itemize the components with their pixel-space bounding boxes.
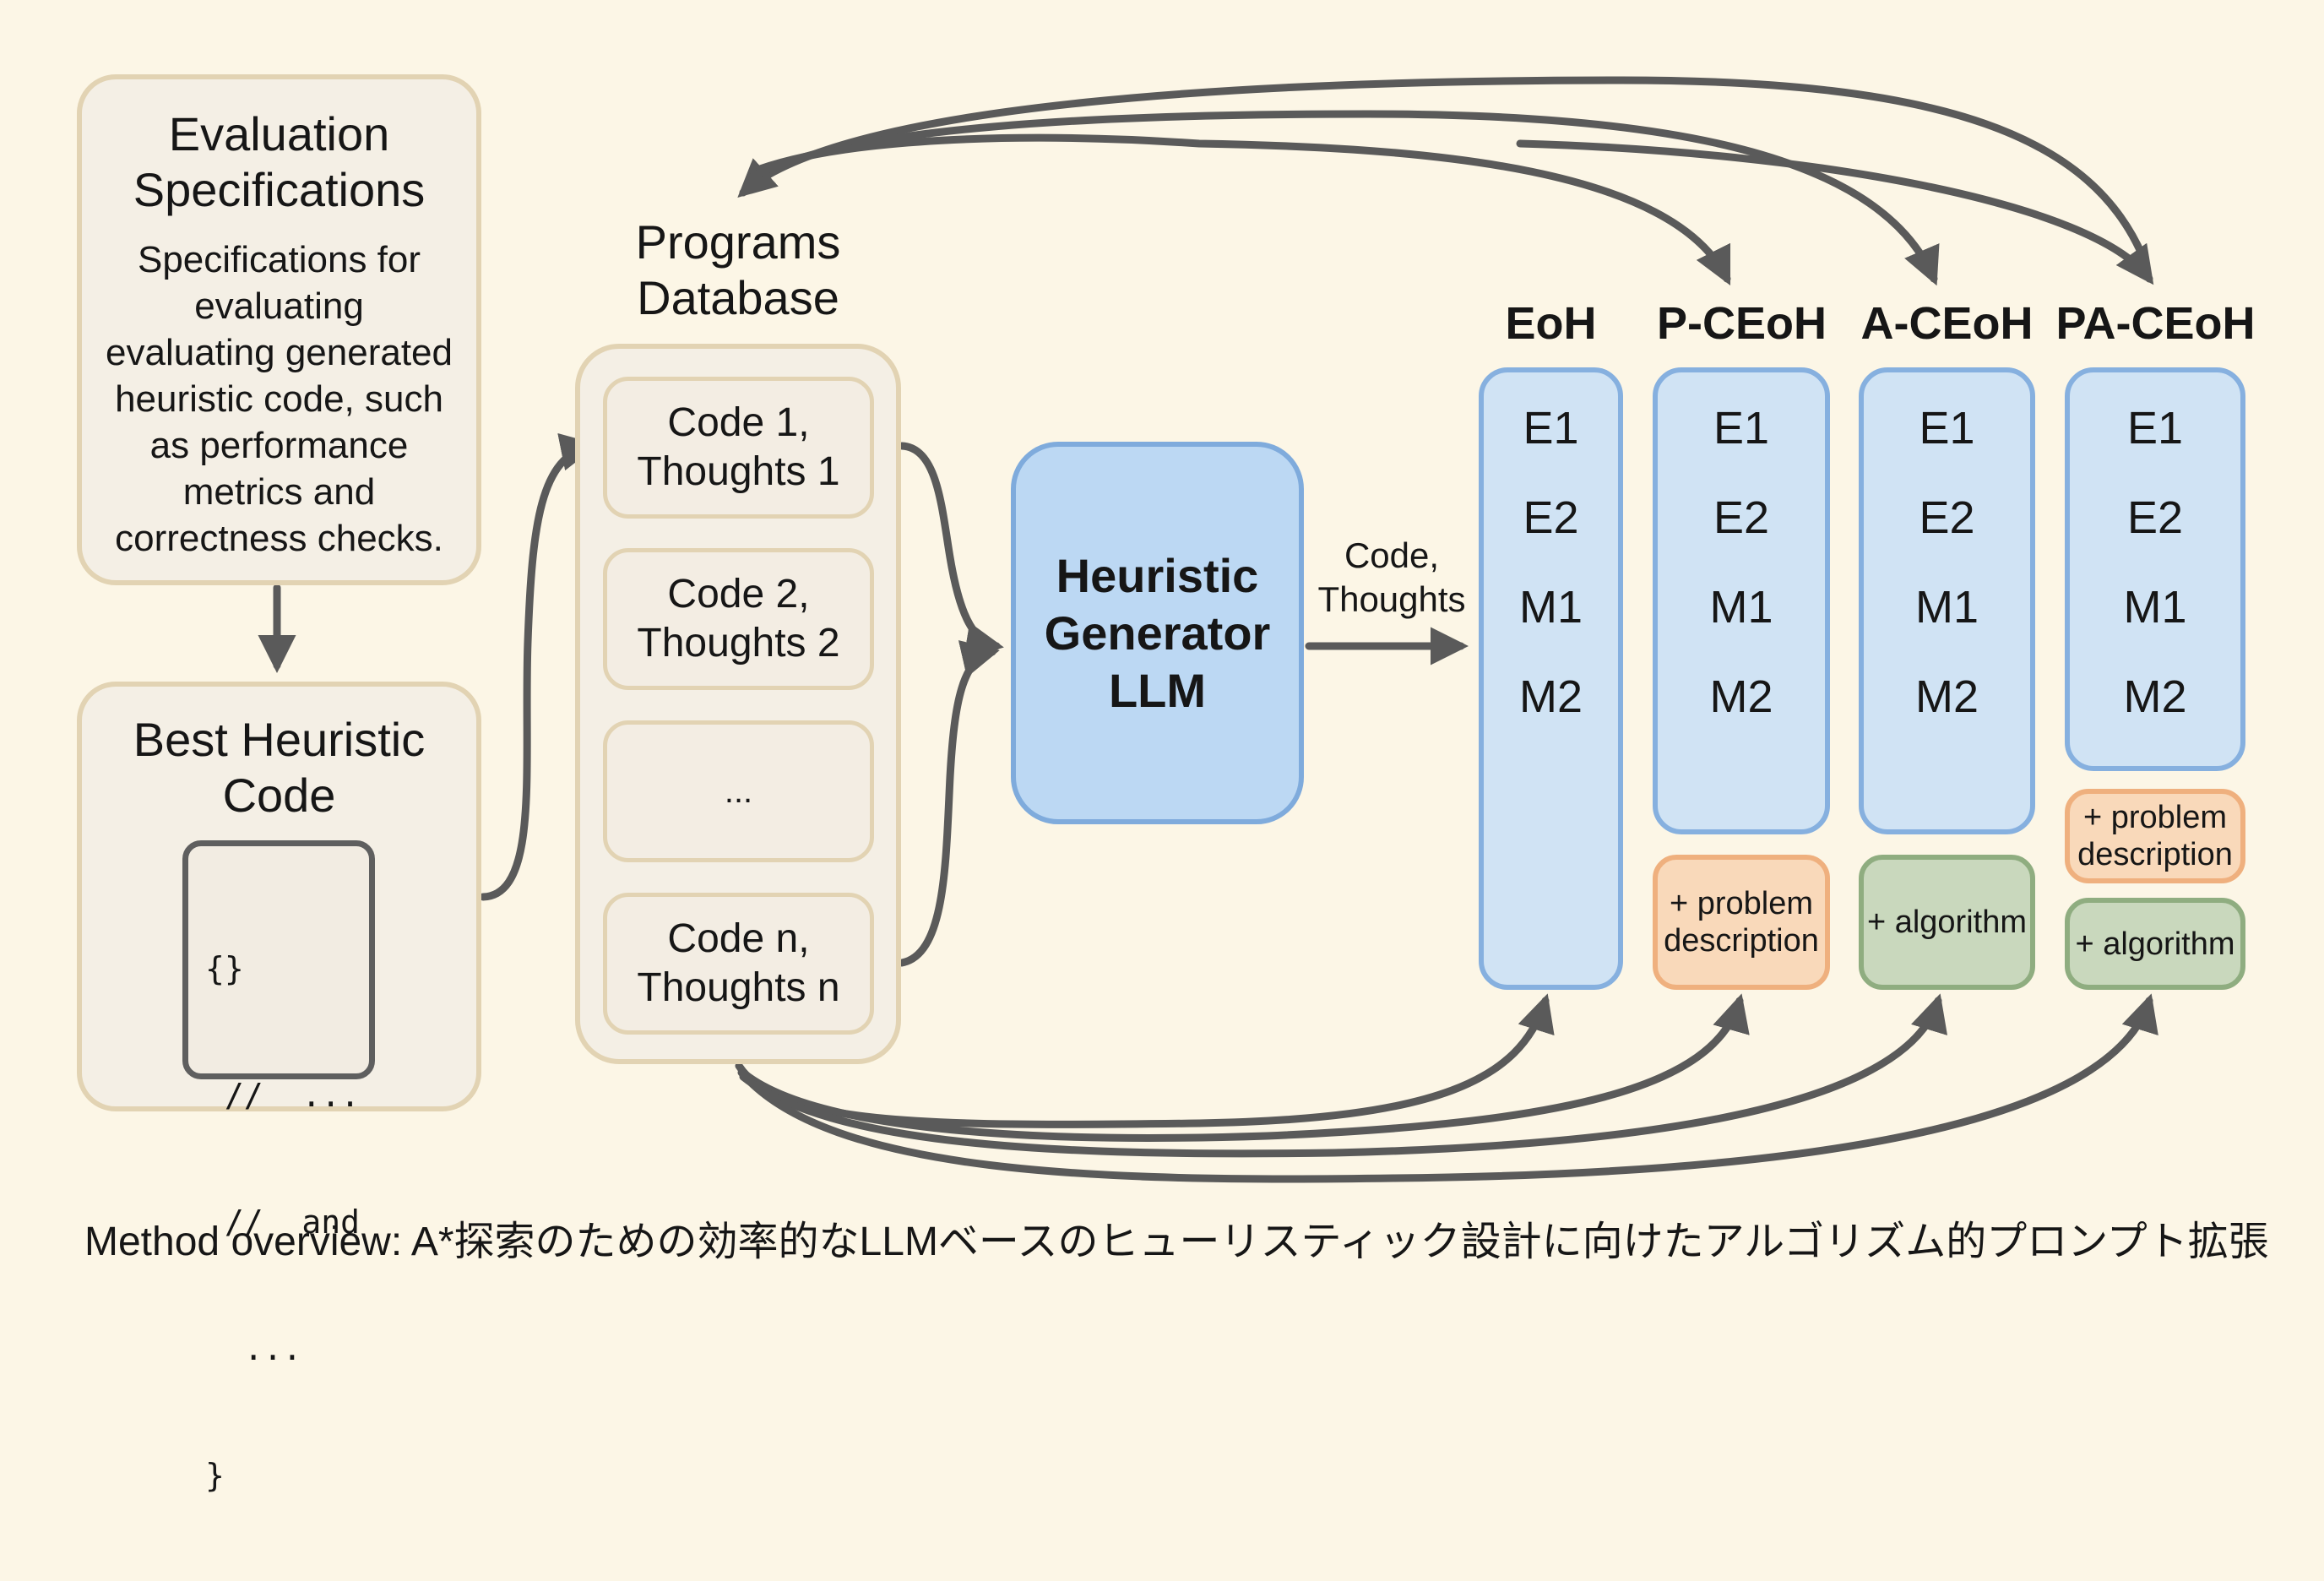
operator-e1: E1 bbox=[1523, 403, 1579, 454]
program-entry-ellipsis: ... bbox=[603, 720, 874, 862]
output-label-line: Code, bbox=[1344, 535, 1440, 575]
description-line: correctness checks. bbox=[115, 518, 443, 559]
description-line: evaluating bbox=[194, 285, 364, 327]
extra-line: + algorithm bbox=[2075, 926, 2235, 962]
title-line: Database bbox=[637, 271, 839, 324]
evaluation-specifications-title: Evaluation Specifications bbox=[82, 106, 476, 218]
operator-e2: E2 bbox=[1713, 492, 1770, 543]
extra-line: + problem bbox=[1669, 886, 1814, 921]
operator-e2: E2 bbox=[1523, 492, 1579, 543]
code-line: // ... bbox=[205, 1077, 361, 1114]
arrow-bottom-arc-pceoh bbox=[739, 993, 1750, 1142]
output-label-line: Thoughts bbox=[1317, 579, 1466, 619]
operator-e2: E2 bbox=[2126, 492, 2184, 543]
description-line: as performance bbox=[149, 425, 409, 466]
llm-label-line: LLM bbox=[1108, 663, 1207, 717]
entry-code-label: Code 1, bbox=[667, 400, 810, 445]
arrow-bottom-arc-aceoh bbox=[739, 993, 1947, 1158]
entry-thoughts-label: Thoughts 2 bbox=[637, 621, 840, 666]
variant-header-a-ceoh: A-CEoH bbox=[1860, 298, 2033, 349]
entry-thoughts-label: Thoughts 1 bbox=[637, 449, 840, 494]
variant-column-eoh: E1 E2 M1 M2 bbox=[1479, 367, 1623, 990]
variant-column-p-ceoh: E1 E2 M1 M2 bbox=[1653, 367, 1830, 834]
variant-header-p-ceoh: P-CEoH bbox=[1657, 298, 1827, 349]
description-line: metrics and bbox=[182, 471, 376, 513]
algorithm-box: + algorithm bbox=[1859, 855, 2035, 990]
operator-m1: M1 bbox=[1709, 582, 1773, 633]
operator-m2: M2 bbox=[1518, 671, 1583, 722]
operator-e1: E1 bbox=[2126, 403, 2184, 454]
entry-code-label: Code 2, bbox=[667, 572, 810, 617]
title-line: Best Heuristic bbox=[133, 713, 426, 766]
program-entry[interactable]: Code 1,Thoughts 1 bbox=[603, 377, 874, 519]
code-line: ... bbox=[205, 1330, 302, 1367]
arrow-top-arc-3 bbox=[756, 133, 1731, 286]
description-line: heuristic code, such bbox=[115, 378, 443, 420]
evaluation-specifications-box: Evaluation Specifications Specifications… bbox=[77, 74, 481, 585]
output-label: Code, Thoughts bbox=[1307, 534, 1476, 622]
code-line: {} bbox=[205, 950, 244, 987]
arrow-code1-to-llm bbox=[898, 442, 1004, 660]
code-line: // and bbox=[205, 1203, 361, 1241]
operator-m1: M1 bbox=[2123, 582, 2187, 633]
llm-label-line: Generator bbox=[1044, 606, 1271, 660]
figure-caption: Method overview: A*探索のための効率的なLLMベースのヒューリ… bbox=[84, 1220, 2269, 1264]
operator-e1: E1 bbox=[1919, 403, 1975, 454]
variant-header-pa-ceoh: PA-CEoH bbox=[2055, 298, 2256, 349]
program-entry[interactable]: Code n,Thoughts n bbox=[603, 893, 874, 1035]
evaluation-specifications-description: Specifications for evaluating evaluating… bbox=[82, 236, 476, 562]
llm-label-line: Heuristic bbox=[1056, 548, 1259, 602]
arrow-top-arc-1 bbox=[737, 76, 2149, 266]
extra-line: description bbox=[1664, 923, 1819, 959]
title-line: Programs bbox=[635, 215, 841, 269]
operator-e1: E1 bbox=[1713, 403, 1770, 454]
variant-column-a-ceoh: E1 E2 M1 M2 bbox=[1859, 367, 2035, 834]
code-line: } bbox=[205, 1457, 225, 1494]
ellipsis-label: ... bbox=[724, 773, 753, 810]
description-line: Specifications for bbox=[137, 239, 421, 280]
algorithm-box: + algorithm bbox=[2065, 898, 2245, 990]
variant-header-eoh: EoH bbox=[1505, 298, 1597, 349]
title-line: Code bbox=[222, 769, 336, 822]
extra-line: + algorithm bbox=[1866, 905, 2028, 940]
operator-m1: M1 bbox=[1914, 582, 1979, 633]
best-heuristic-code-title: Best Heuristic Code bbox=[82, 712, 476, 823]
programs-database-title: Programs Database bbox=[575, 215, 901, 326]
entry-thoughts-label: Thoughts n bbox=[637, 965, 840, 1010]
arrow-bottom-arc-paceoh bbox=[737, 993, 2158, 1183]
program-entry[interactable]: Code 2,Thoughts 2 bbox=[603, 548, 874, 690]
extra-line: description bbox=[2077, 837, 2233, 872]
heuristic-generator-llm-box: Heuristic Generator LLM bbox=[1011, 442, 1304, 824]
operator-m2: M2 bbox=[1914, 671, 1979, 722]
operator-m2: M2 bbox=[2123, 671, 2187, 722]
operator-m1: M1 bbox=[1518, 582, 1583, 633]
arrow-coden-to-llm bbox=[898, 640, 1000, 967]
arrow-top-arc-4 bbox=[1516, 139, 2154, 285]
title-line: Specifications bbox=[133, 163, 426, 216]
title-line: Evaluation bbox=[168, 107, 390, 160]
code-snippet-icon: {} // ... // and ... } bbox=[182, 840, 375, 1494]
variant-column-pa-ceoh: E1 E2 M1 M2 bbox=[2065, 367, 2245, 771]
entry-code-label: Code n, bbox=[667, 916, 810, 961]
arrow-best-to-db bbox=[479, 433, 599, 901]
arrow-top-arc-2 bbox=[747, 110, 1940, 286]
description-line: evaluating generated bbox=[106, 332, 453, 373]
operator-e2: E2 bbox=[1919, 492, 1975, 543]
best-heuristic-code-box: Best Heuristic Code {} // ... // and ...… bbox=[77, 682, 481, 1494]
extra-line: + problem bbox=[2082, 800, 2228, 835]
operator-m2: M2 bbox=[1709, 671, 1773, 722]
arrows-layer bbox=[258, 76, 2158, 1183]
